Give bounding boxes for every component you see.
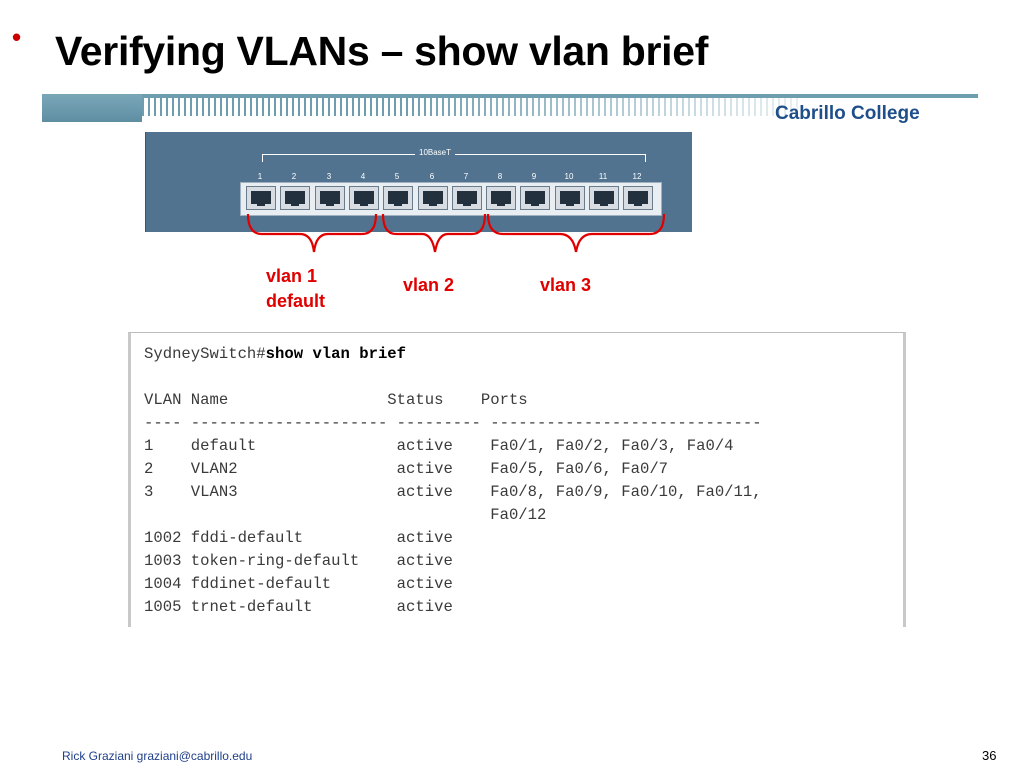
table-row: 2 VLAN2 active Fa0/5, Fa0/6, Fa0/7 [144, 460, 669, 478]
vlan2-brace [381, 213, 487, 253]
slide-title: Verifying VLANs – show vlan brief [55, 28, 709, 74]
port-number: 12 [632, 172, 642, 181]
ethernet-port-icon [623, 186, 653, 210]
header-banner [42, 94, 978, 124]
vlan3-brace [486, 213, 666, 253]
table-row: 1005 trnet-default active [144, 598, 453, 616]
prompt: SydneySwitch# [144, 345, 266, 363]
table-rule: ---- --------------------- --------- ---… [144, 414, 762, 432]
command: show vlan brief [265, 345, 407, 363]
port-number: 3 [326, 172, 332, 181]
ethernet-port-icon [349, 186, 379, 210]
port-number: 4 [360, 172, 366, 181]
banner-block [42, 94, 142, 122]
port-number: 7 [463, 172, 469, 181]
port-number: 5 [394, 172, 400, 181]
brand-logo-text: Cabrillo College [775, 103, 920, 124]
ethernet-port-icon [555, 186, 585, 210]
table-row: 1003 token-ring-default active [144, 552, 453, 570]
vlan3-label: vlan 3 [540, 275, 592, 295]
table-row: 1002 fddi-default active [144, 529, 453, 547]
vlan1-name: vlan 1 [266, 266, 318, 286]
port-number: 1 [257, 172, 263, 181]
table-row: 1 default active Fa0/1, Fa0/2, Fa0/3, Fa… [144, 437, 734, 455]
ethernet-port-icon [418, 186, 448, 210]
terminal-output: SydneySwitch#show vlan brief VLAN Name S… [128, 332, 906, 627]
vlan1-brace [246, 213, 378, 253]
port-number: 8 [497, 172, 503, 181]
table-row: 3 VLAN3 active Fa0/8, Fa0/9, Fa0/10, Fa0… [144, 483, 762, 501]
ethernet-port-icon [589, 186, 619, 210]
title-bullet: • [12, 22, 22, 52]
banner-stripes [142, 98, 802, 116]
table-header: VLAN Name Status Ports [144, 391, 528, 409]
vlan1-desc: default [266, 291, 326, 311]
vlan2-label: vlan 2 [403, 275, 455, 295]
ethernet-port-icon [280, 186, 310, 210]
banner-line [142, 94, 978, 98]
tenbaset-bracket-left [262, 154, 263, 162]
port-number: 2 [291, 172, 297, 181]
ethernet-port-icon [452, 186, 482, 210]
port-number: 9 [531, 172, 537, 181]
table-row: 1004 fddinet-default active [144, 575, 453, 593]
tenbaset-label: 10BaseT [415, 148, 456, 157]
command-line: SydneySwitch#show vlan brief [144, 345, 406, 363]
ethernet-port-icon [246, 186, 276, 210]
ethernet-port-icon [486, 186, 516, 210]
tenbaset-bracket-right [645, 154, 646, 162]
ethernet-port-icon [520, 186, 550, 210]
port-number: 6 [429, 172, 435, 181]
footer-author: Rick Graziani graziani@cabrillo.edu [62, 749, 253, 763]
table-row: Fa0/12 [144, 506, 547, 524]
port-number: 10 [564, 172, 574, 181]
ethernet-port-icon [315, 186, 345, 210]
port-number: 11 [598, 172, 608, 181]
ethernet-port-icon [383, 186, 413, 210]
vlan1-label: vlan 1 default [266, 264, 325, 314]
page-number: 36 [982, 748, 997, 763]
